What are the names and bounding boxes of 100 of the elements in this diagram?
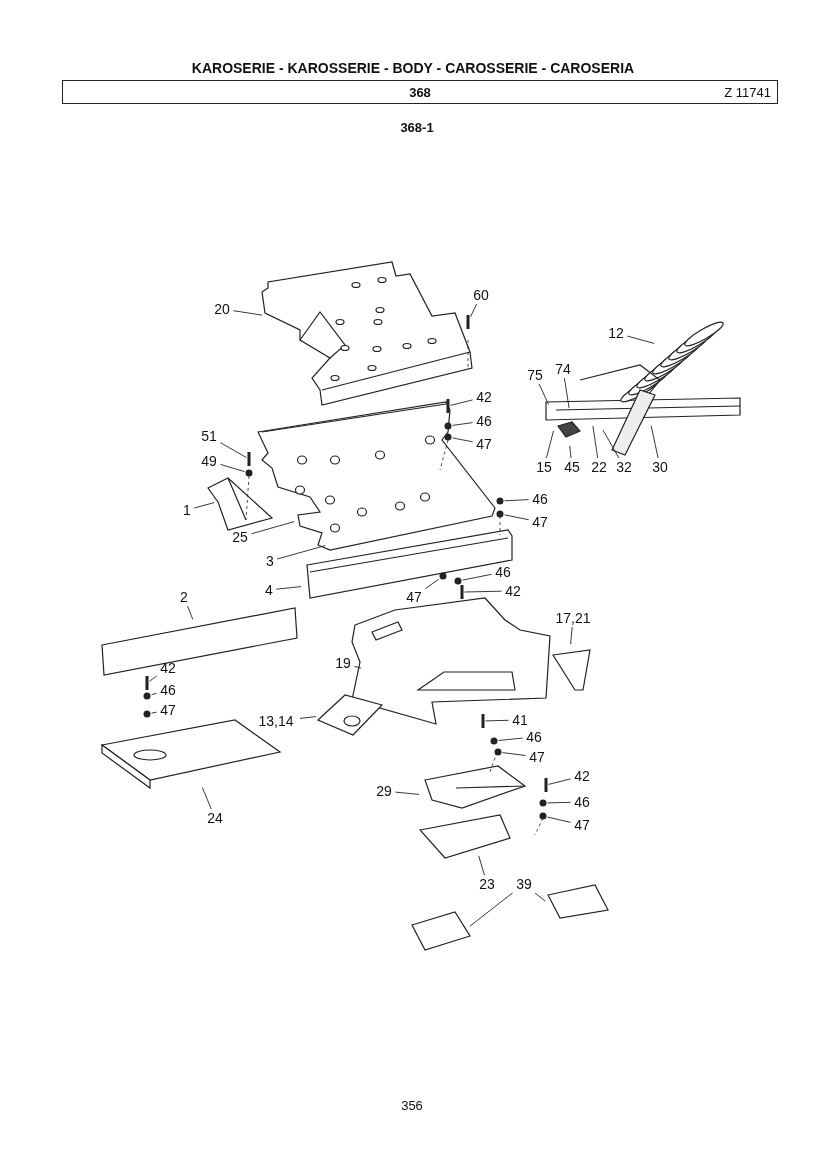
callout-number: 13,14 bbox=[258, 713, 294, 729]
leader-line bbox=[478, 855, 485, 876]
washer bbox=[494, 748, 502, 756]
callout-number: 46 bbox=[526, 729, 542, 745]
leader-line bbox=[452, 422, 474, 426]
leader-line bbox=[538, 383, 549, 405]
leader-line bbox=[394, 791, 420, 795]
callout-number: 25 bbox=[232, 529, 248, 545]
callout-number: 3 bbox=[266, 553, 274, 569]
header-box bbox=[62, 80, 778, 104]
leader-line bbox=[469, 892, 514, 927]
callout-number: 29 bbox=[376, 783, 392, 799]
leader-line bbox=[187, 605, 194, 620]
leader-line bbox=[602, 429, 620, 459]
washer bbox=[490, 737, 498, 745]
leader-line bbox=[353, 665, 362, 669]
page-number: 356 bbox=[401, 1097, 423, 1113]
callout-number: 47 bbox=[574, 817, 590, 833]
leader-line bbox=[250, 521, 295, 535]
washer bbox=[444, 433, 452, 441]
callout-number: 42 bbox=[574, 768, 590, 784]
callout-number: 46 bbox=[476, 413, 492, 429]
callout-number: 75 bbox=[527, 367, 543, 383]
leader-line bbox=[650, 425, 659, 459]
washer bbox=[539, 812, 547, 820]
washer bbox=[496, 497, 504, 505]
callout-number: 42 bbox=[505, 583, 521, 599]
leader-line bbox=[545, 430, 554, 459]
leader-line bbox=[502, 752, 527, 756]
callout-number: 46 bbox=[495, 564, 511, 580]
leader-line bbox=[450, 399, 474, 406]
callout-number: 23 bbox=[479, 876, 495, 892]
figure-code: Z 11741 bbox=[724, 85, 771, 100]
figure-number: 368-1 bbox=[400, 119, 434, 135]
callout-number: 42 bbox=[476, 389, 492, 405]
washer bbox=[444, 422, 452, 430]
callout-number: 17,21 bbox=[555, 610, 591, 626]
callout-number: 60 bbox=[473, 287, 489, 303]
leader-line bbox=[470, 303, 478, 318]
leader-line bbox=[232, 310, 263, 316]
washer bbox=[439, 572, 447, 580]
leader-line bbox=[193, 502, 215, 509]
part-group-number: 368 bbox=[409, 85, 431, 100]
leader-line bbox=[569, 445, 572, 459]
washer bbox=[143, 710, 151, 718]
callout-number: 46 bbox=[532, 491, 548, 507]
callout-number: 74 bbox=[555, 361, 571, 377]
leader-line bbox=[498, 737, 524, 741]
callout-number: 47 bbox=[476, 436, 492, 452]
leader-line bbox=[275, 586, 302, 590]
leader-line bbox=[485, 719, 510, 722]
callout-number: 22 bbox=[591, 459, 607, 475]
callout-number: 24 bbox=[207, 810, 223, 826]
callout-number: 19 bbox=[335, 655, 351, 671]
bolt bbox=[544, 778, 548, 792]
callout-number: 42 bbox=[160, 660, 176, 676]
leader-line bbox=[547, 816, 572, 823]
callout-number: 1 bbox=[183, 502, 191, 518]
leader-line bbox=[563, 377, 570, 409]
washer bbox=[539, 799, 547, 807]
callout-number: 46 bbox=[160, 682, 176, 698]
bolt bbox=[481, 714, 485, 728]
callout-number: 41 bbox=[512, 712, 528, 728]
callout-number: 32 bbox=[616, 459, 632, 475]
leader-line bbox=[592, 425, 599, 459]
callout-number: 47 bbox=[160, 702, 176, 718]
leader-line bbox=[504, 514, 530, 521]
leader-line bbox=[570, 626, 573, 645]
callout-number: 2 bbox=[180, 589, 188, 605]
page-title: KAROSERIE - KAROSSERIE - BODY - CAROSSERIE - CAROSERIA bbox=[190, 60, 636, 76]
callout-number: 47 bbox=[532, 514, 548, 530]
callout-number: 49 bbox=[201, 453, 217, 469]
leader-line bbox=[547, 801, 572, 804]
leader-line bbox=[534, 892, 546, 902]
washer bbox=[245, 469, 253, 477]
leader-line bbox=[626, 335, 655, 344]
leader-line bbox=[462, 573, 493, 581]
callout-number: 20 bbox=[214, 301, 230, 317]
leader-line bbox=[151, 692, 158, 696]
bolt bbox=[145, 676, 149, 690]
callout-number: 46 bbox=[574, 794, 590, 810]
leader-line bbox=[201, 787, 212, 810]
leader-line bbox=[548, 778, 572, 785]
bolt bbox=[247, 452, 251, 466]
leader-line bbox=[149, 675, 158, 682]
leader-line bbox=[219, 442, 247, 459]
bolt bbox=[446, 399, 450, 413]
leader-line bbox=[276, 545, 326, 560]
leader-line bbox=[464, 590, 503, 593]
callout-number: 45 bbox=[564, 459, 580, 475]
bolt bbox=[460, 585, 464, 599]
callout-number: 30 bbox=[652, 459, 668, 475]
callout-number: 47 bbox=[529, 749, 545, 765]
callout-number: 12 bbox=[608, 325, 624, 341]
callout-number: 15 bbox=[536, 459, 552, 475]
bolt bbox=[466, 315, 470, 329]
callout-number: 39 bbox=[516, 876, 532, 892]
washer bbox=[496, 510, 504, 518]
leader-line bbox=[151, 711, 158, 714]
washer bbox=[454, 577, 462, 585]
